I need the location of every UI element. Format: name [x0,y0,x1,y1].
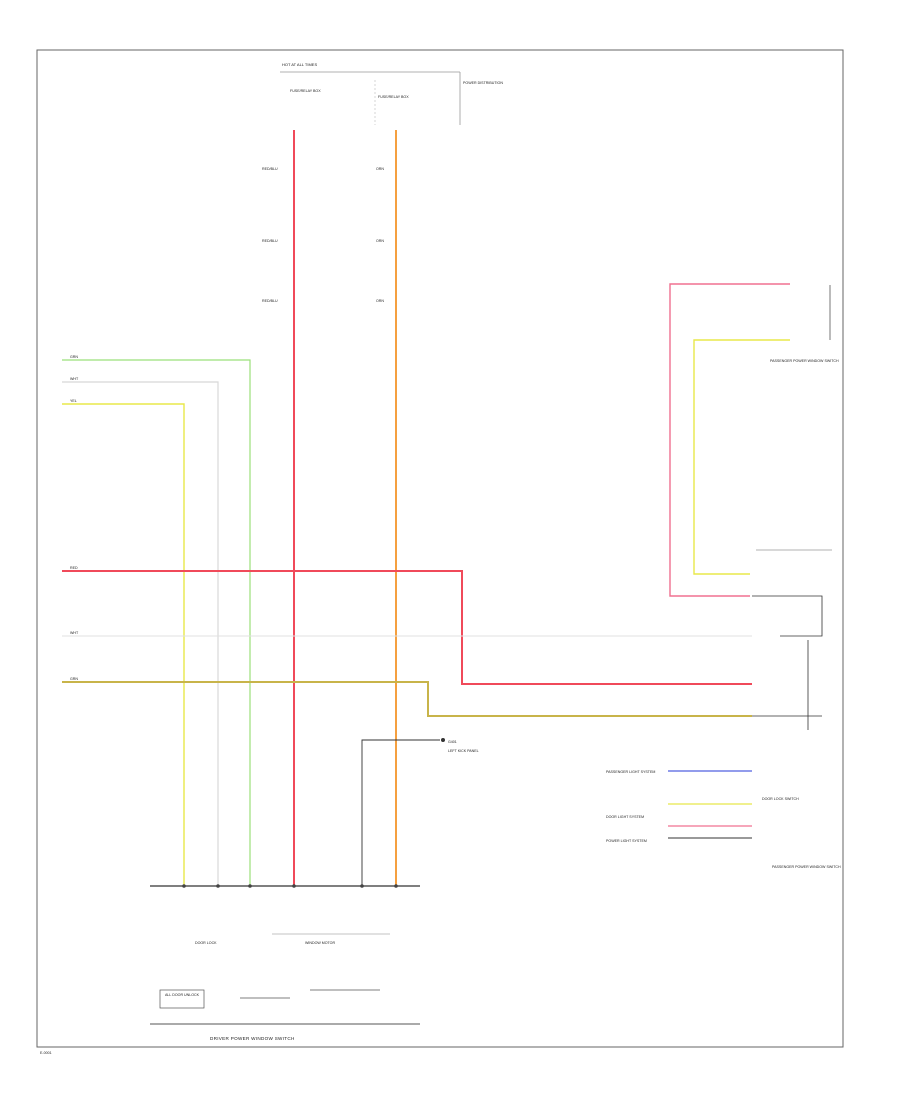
wire-black-ground [361,739,440,885]
wire-red-h-label: RED [70,566,78,570]
right-lbl-3: POWER LIGHT SYSTEM [606,839,647,843]
wire-yellow-loop [693,339,790,575]
bottom-left-label-2: ALL DOOR UNLOCK [165,993,200,997]
top-header: HOT AT ALL TIMES FUSE/RELAY BOX FUSE/REL… [280,62,503,125]
wire-white [62,381,219,885]
wire-grn-label: GRN [70,355,78,359]
bottom-caption: DRIVER POWER WINDOW SWITCH [210,1036,295,1041]
wire-yellow [62,403,185,885]
wire-olive-horizontal [62,681,752,717]
wire-red-horizontal [62,570,752,685]
wire-green [62,359,251,885]
wire-red-label-3: RED/BLU [262,299,278,303]
top-source-label: HOT AT ALL TIMES [282,62,317,67]
wire-orange-label-1: ORN [376,167,384,171]
wire-wht-h-label: WHT [70,631,79,635]
door-lock-switch-label: DOOR LOCK SWITCH [762,797,799,801]
right-lbl-1: PASSENGER LIGHT SYSTEM [606,770,655,774]
ground-label: G401 [448,740,457,744]
wire-pink-loop [669,283,790,597]
top-fuse-right-label: FUSE/RELAY BOX [378,95,409,99]
wire-orange-label-3: ORN [376,299,384,303]
ground-point [441,738,445,742]
wire-red-label-1: RED/BLU [262,167,278,171]
right-lbl-2: DOOR LIGHT SYSTEM [606,815,644,819]
bottom-mid-label: WINDOW MOTOR [305,941,335,945]
wire-orange-label-2: ORN [376,239,384,243]
ground-box-label: LEFT KICK PANEL [448,749,479,753]
driver-switch-module: DOOR LOCK ALL DOOR UNLOCK WINDOW MOTOR D… [150,933,420,1041]
corner-code: E-0001 [40,1051,52,1055]
pass-switch-label-2: PASSENGER POWER WINDOW SWITCH [772,865,841,869]
right-switch-block [752,595,823,730]
diagram-border [36,49,844,1048]
wire-olive-h-label: GRN [70,677,78,681]
top-fuse-left-label: FUSE/RELAY BOX [290,89,321,93]
wire-yel-label: YEL [70,399,77,403]
top-right-block-label: POWER DISTRIBUTION [463,81,503,85]
pass-switch-label-1: PASSENGER POWER WINDOW SWITCH [770,359,839,363]
bottom-left-label-1: DOOR LOCK [195,941,217,945]
bottom-pins [182,884,398,888]
wire-wht-label: WHT [70,377,79,381]
wire-red-label-2: RED/BLU [262,239,278,243]
